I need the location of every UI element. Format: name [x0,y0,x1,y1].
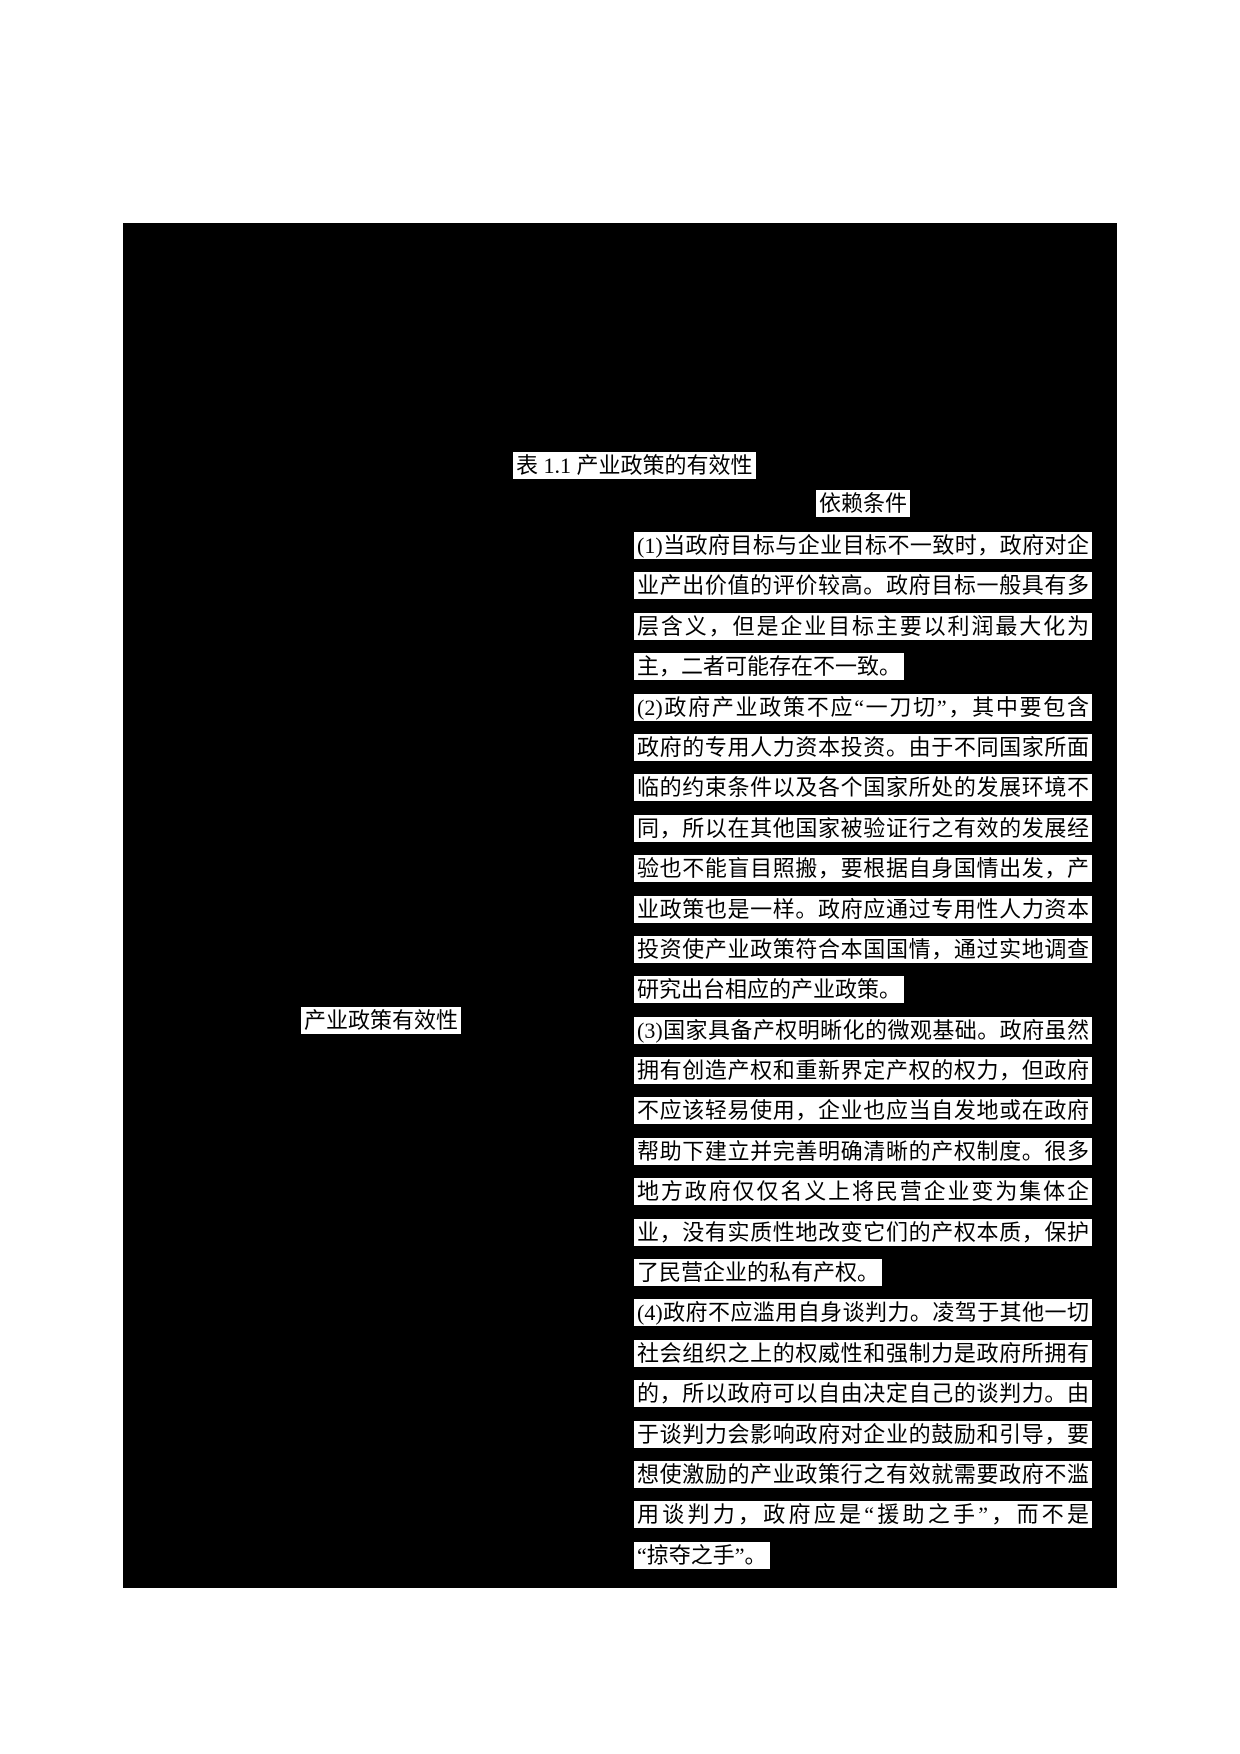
table-title-row: 表 1.1 产业政策的有效性 [513,452,756,479]
table-header-row: 依赖条件 [634,490,1092,517]
condition-line: 同，所以在其他国家被验证行之有效的发展经 [634,814,1092,855]
condition-line: 不应该轻易使用，企业也应当自发地或在政府 [634,1097,1092,1137]
condition-line: 的，所以政府可以自由决定自己的谈判力。由 [634,1380,1092,1420]
condition-line-text: 业产出价值的评价较高。政府目标一般具有多 [634,572,1092,600]
row-label-cell: 产业政策有效性 [301,1007,462,1034]
condition-line: 业政策也是一样。政府应通过专用性人力资本 [634,895,1092,936]
condition-line: 临的约束条件以及各个国家所处的发展环境不 [634,774,1092,814]
condition-line-text: (2)政府产业政策不应“一刀切”，其中要包含 [634,693,1092,721]
condition-line: 业产出价值的评价较高。政府目标一般具有多 [634,572,1092,612]
condition-line: (2)政府产业政策不应“一刀切”，其中要包含 [634,693,1092,734]
condition-line-text: 主，二者可能存在不一致。 [634,653,905,681]
condition-line: 于谈判力会影响政府对企业的鼓励和引导，要 [634,1420,1092,1461]
condition-line-text: 的，所以政府可以自由决定自己的谈判力。由 [634,1380,1092,1408]
condition-line-text: 地方政府仅仅名义上将民营企业变为集体企 [634,1178,1092,1206]
condition-line: 社会组织之上的权威性和强制力是政府所拥有 [634,1339,1092,1380]
condition-line-text: 业，没有实质性地改变它们的产权本质，保护 [634,1218,1092,1246]
condition-line-text: 了民营企业的私有产权。 [634,1259,883,1287]
condition-line-text: 帮助下建立并完善明确清晰的产权制度。很多 [634,1137,1092,1165]
condition-line: 用谈判力，政府应是“援助之手”，而不是 [634,1501,1092,1541]
condition-line-text: 投资使产业政策符合本国国情，通过实地调查 [634,935,1092,963]
condition-line-text: (4)政府不应滥用自身谈判力。凌驾于其他一切 [634,1299,1092,1327]
conditions-cell: (1)当政府目标与企业目标不一致时，政府对企 业产出价值的评价较高。政府目标一般… [634,532,1092,1582]
condition-line-text: 临的约束条件以及各个国家所处的发展环境不 [634,774,1092,802]
condition-line: 拥有创造产权和重新界定产权的权力，但政府 [634,1057,1092,1097]
condition-line-text: 政府的专用人力资本投资。由于不同国家所面 [634,733,1092,761]
condition-line-text: “掠夺之手”。 [634,1541,770,1569]
condition-line-text: 层含义，但是企业目标主要以利润最大化为 [634,612,1092,640]
condition-line-text: 于谈判力会影响政府对企业的鼓励和引导，要 [634,1420,1092,1448]
table-title: 表 1.1 产业政策的有效性 [513,452,756,479]
condition-line: 研究出台相应的产业政策。 [634,976,1092,1016]
redacted-black-region: 表 1.1 产业政策的有效性 依赖条件 产业政策有效性 (1)当政府目标与企业目… [123,223,1117,1588]
condition-line-text: 社会组织之上的权威性和强制力是政府所拥有 [634,1339,1092,1367]
condition-line-text: 业政策也是一样。政府应通过专用性人力资本 [634,895,1092,923]
condition-line: 层含义，但是企业目标主要以利润最大化为 [634,612,1092,653]
condition-line-text: 同，所以在其他国家被验证行之有效的发展经 [634,814,1092,842]
condition-line-text: (1)当政府目标与企业目标不一致时，政府对企 [634,532,1092,559]
condition-line: 主，二者可能存在不一致。 [634,653,1092,693]
condition-line: (1)当政府目标与企业目标不一致时，政府对企 [634,532,1092,572]
condition-line: 帮助下建立并完善明确清晰的产权制度。很多 [634,1137,1092,1178]
condition-line-text: (3)国家具备产权明晰化的微观基础。政府虽然 [634,1016,1092,1044]
condition-line-text: 不应该轻易使用，企业也应当自发地或在政府 [634,1097,1092,1125]
condition-line-text: 验也不能盲目照搬，要根据自身国情出发，产 [634,855,1092,883]
row-label-industrial-policy-effectiveness: 产业政策有效性 [301,1007,462,1034]
condition-line-text: 用谈判力，政府应是“援助之手”，而不是 [634,1501,1092,1529]
condition-line: 地方政府仅仅名义上将民营企业变为集体企 [634,1178,1092,1218]
condition-line: 验也不能盲目照搬，要根据自身国情出发，产 [634,855,1092,895]
condition-line: 业，没有实质性地改变它们的产权本质，保护 [634,1218,1092,1259]
condition-line: (3)国家具备产权明晰化的微观基础。政府虽然 [634,1016,1092,1057]
condition-line: 投资使产业政策符合本国国情，通过实地调查 [634,935,1092,976]
condition-line-text: 研究出台相应的产业政策。 [634,976,905,1004]
condition-line-text: 拥有创造产权和重新界定产权的权力，但政府 [634,1057,1092,1085]
condition-line: 政府的专用人力资本投资。由于不同国家所面 [634,733,1092,774]
condition-line-text: 想使激励的产业政策行之有效就需要政府不滥 [634,1460,1092,1488]
condition-line: 想使激励的产业政策行之有效就需要政府不滥 [634,1460,1092,1501]
column-header-dependency-conditions: 依赖条件 [815,490,910,517]
condition-line: (4)政府不应滥用自身谈判力。凌驾于其他一切 [634,1299,1092,1339]
condition-line: “掠夺之手”。 [634,1541,1092,1582]
condition-line: 了民营企业的私有产权。 [634,1259,1092,1299]
